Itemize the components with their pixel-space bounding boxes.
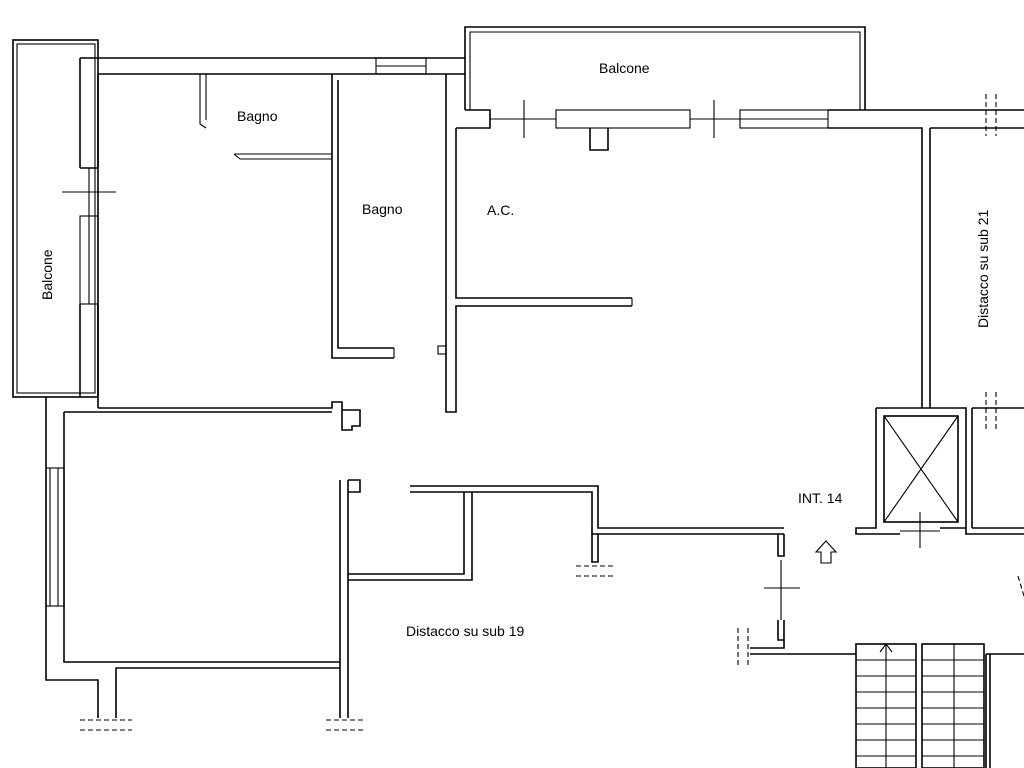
label-balcone-top: Balcone [599, 60, 650, 76]
label-ac: A.C. [487, 202, 514, 218]
axis-marks [62, 100, 940, 620]
elevator-icon [883, 415, 959, 523]
stairs-icon [855, 643, 985, 768]
label-distacco-21: Distacco su sub 21 [975, 210, 991, 328]
left-balcony [12, 39, 99, 398]
entrance-arrow-icon [814, 540, 838, 564]
label-int-14: INT. 14 [798, 490, 843, 506]
exterior-walls [45, 57, 1024, 718]
top-balcony [464, 26, 866, 110]
label-bagno-2: Bagno [362, 201, 403, 217]
label-distacco-19: Distacco su sub 19 [406, 623, 524, 639]
interior-walls [64, 74, 1024, 768]
label-bagno-1: Bagno [237, 108, 278, 124]
continuation-marks [80, 94, 1024, 731]
label-balcone-left: Balcone [39, 249, 55, 300]
